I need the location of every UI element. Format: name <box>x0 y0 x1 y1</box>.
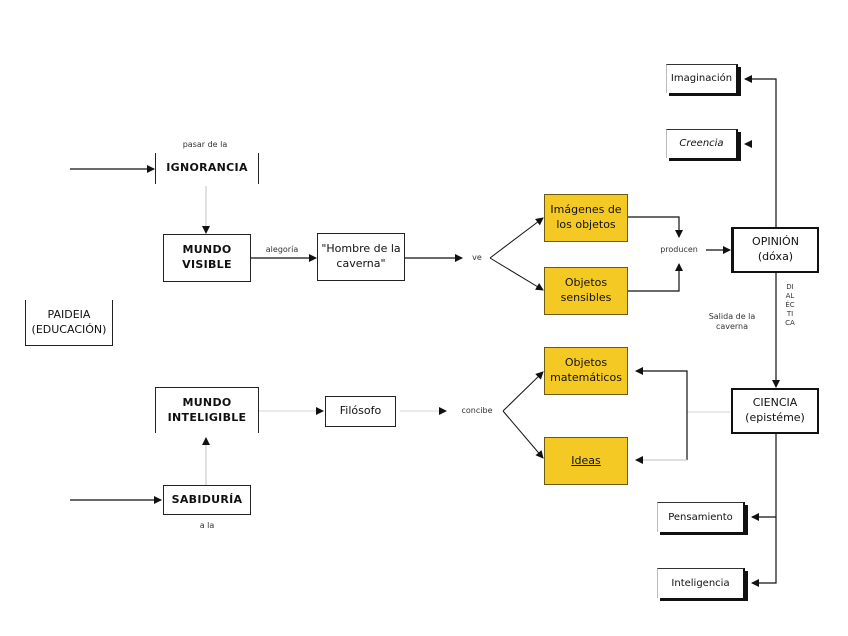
node-pensamiento: Pensamiento <box>657 502 745 532</box>
node-paideia: PAIDEIA (EDUCACIÓN) <box>25 300 113 346</box>
edge-concibe-ideas <box>502 410 544 459</box>
node-ciencia: CIENCIA (epistéme) <box>731 388 819 434</box>
edge-ve-objetos-sensibles <box>489 257 544 291</box>
label-pasar-de-la: pasar de la <box>182 140 228 149</box>
label-concibe: concibe <box>461 406 493 415</box>
node-imagenes-objetos: Imágenes de los objetos <box>544 194 628 242</box>
node-sabiduria: SABIDURÍA <box>163 485 251 515</box>
label-producen: producen <box>654 245 704 256</box>
edge-imagenes-producen <box>627 216 683 238</box>
edge-ciencia-inteligencia <box>751 433 777 587</box>
node-hombre-caverna: "Hombre de la caverna" <box>317 233 405 281</box>
node-filosofo: Filósofo <box>325 396 396 427</box>
node-creencia: Creencia <box>666 129 738 158</box>
label-alegoria: alegoría <box>265 245 299 254</box>
node-ideas: Ideas <box>544 437 628 485</box>
node-mundo-visible: MUNDO VISIBLE <box>163 234 251 282</box>
edge-objetos-sensibles-producen <box>627 263 683 292</box>
edge-concibe-objetos-matematicos <box>502 371 544 412</box>
node-objetos-sensibles: Objetos sensibles <box>544 267 628 315</box>
node-ignorancia: IGNORANCIA <box>155 153 259 184</box>
label-dialectica: DIALÉCTICA <box>785 283 795 327</box>
label-ve: ve <box>472 253 482 262</box>
node-imaginacion: Imaginación <box>666 64 738 93</box>
label-salida-caverna: Salida de la caverna <box>708 312 756 332</box>
edge-opinion-imaginacion <box>744 75 777 228</box>
node-objetos-matematicos: Objetos matemáticos <box>544 347 628 395</box>
edge-ve-imagenes <box>489 217 544 259</box>
node-inteligencia: Inteligencia <box>657 568 745 598</box>
node-opinion: OPINIÓN (dóxa) <box>731 227 819 273</box>
node-mundo-inteligible: MUNDO INTELIGIBLE <box>155 387 259 433</box>
edge-ciencia-objetos-matematicos <box>635 367 688 460</box>
label-a-la: a la <box>199 521 215 530</box>
